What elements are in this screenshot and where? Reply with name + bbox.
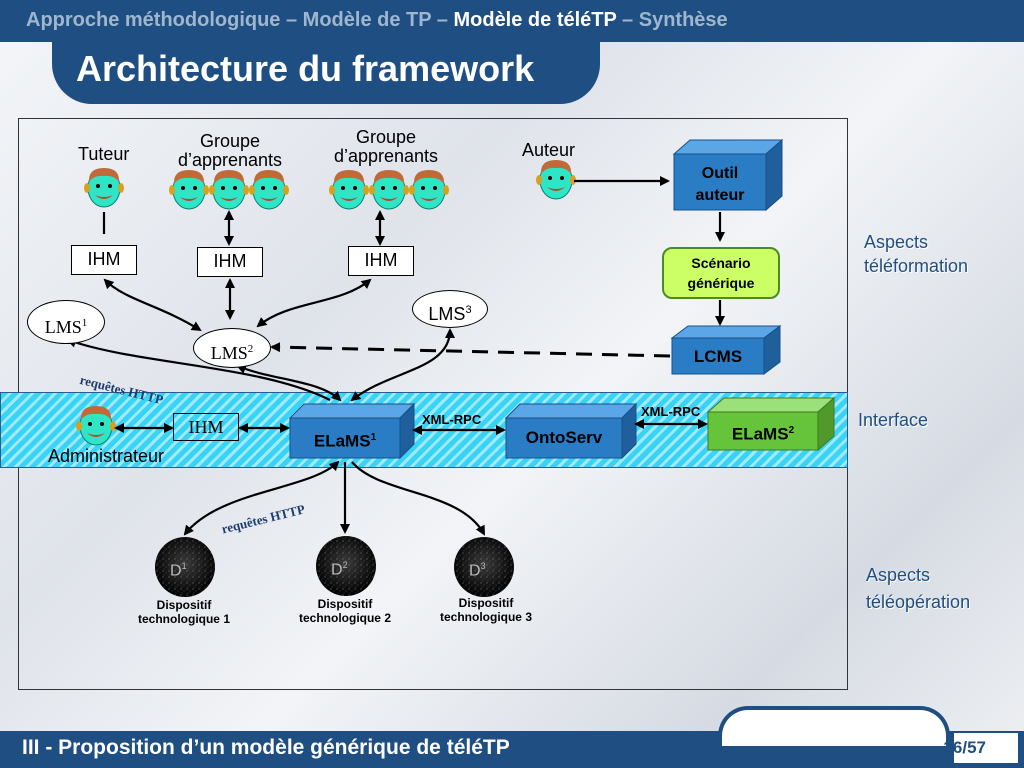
lcms-box: [670, 325, 782, 375]
device-2-letter: D2: [331, 560, 348, 579]
elams1-box: [288, 402, 416, 460]
label-groupe-1: Groupe d’apprenants: [177, 131, 283, 170]
ihm-groupe-1: IHM: [197, 247, 263, 277]
xmlrpc-label-1: XML-RPC: [422, 412, 482, 427]
tuteur-face-icon: [83, 167, 125, 208]
crumb-suffix: – Synthèse: [622, 9, 728, 31]
lms-2: LMS2: [193, 328, 271, 368]
page-number: 36/57: [943, 738, 986, 757]
title-tab: [52, 20, 600, 104]
apprenant-face-icon: [168, 169, 210, 210]
page-title: Architecture du framework: [76, 48, 535, 89]
device-3-caption: Dispositif technologique 3: [439, 596, 532, 624]
lcms-label: LCMS: [693, 347, 743, 366]
arrow-elams1-device1: [183, 460, 340, 536]
label-groupe-2: Groupe d’apprenants: [333, 127, 439, 166]
apprenant-face-icon: [248, 169, 290, 210]
crumb-prefix: Approche méthodologique – Modèle de TP –: [26, 9, 448, 31]
outil-auteur-box: [672, 138, 784, 212]
elams2-box: [706, 396, 836, 452]
ontoserv-box: [504, 402, 638, 460]
auteur-face-icon: [535, 159, 577, 200]
arrow-lms2-elams1: [236, 364, 342, 402]
side-teleformation: Aspects téléformation: [864, 232, 969, 276]
side-interface: Interface: [858, 410, 929, 430]
label-tuteur: Tuteur: [78, 144, 130, 164]
label-administrateur: Administrateur: [48, 446, 165, 466]
ihm-groupe-2: IHM: [348, 246, 414, 276]
administrateur-face-icon: [75, 405, 117, 446]
apprenant-face-icon: [328, 169, 370, 210]
device-1-letter: D1: [170, 561, 187, 580]
device-1-caption: Dispositif technologique 1: [137, 598, 230, 626]
footer-tab: [718, 706, 950, 746]
apprenant-face-icon: [368, 169, 410, 210]
label-auteur: Auteur: [522, 140, 576, 160]
crumb-current: Modèle de téléTP: [453, 9, 617, 31]
elams2-label: ELaMS2: [731, 424, 795, 444]
scenario-generique-box: Scénario générique: [662, 247, 780, 299]
arrow-elams1-device3: [351, 461, 485, 536]
device-3-letter: D3: [469, 561, 486, 580]
apprenant-face-icon: [208, 169, 250, 210]
lms-3: LMS3: [412, 290, 488, 328]
breadcrumb: Approche méthodologique – Modèle de TP –…: [26, 9, 728, 32]
page-number-box: [954, 733, 1018, 763]
arrow-lcms-lms2: [270, 342, 671, 358]
ontoserv-label: OntoServ: [525, 428, 603, 447]
lms-1: LMS1: [27, 300, 105, 344]
arrow-lms3-elams1: [350, 328, 455, 402]
xmlrpc-label-2: XML-RPC: [641, 404, 701, 419]
elams1-label: ELaMS1: [313, 431, 377, 451]
apprenant-face-icon: [408, 169, 450, 210]
outil-auteur-label: Outil auteur: [695, 165, 745, 204]
side-teleoperation: Aspects téléopération: [866, 565, 971, 612]
device-2-icon: [316, 536, 376, 596]
device-2-caption: Dispositif technologique 2: [298, 597, 391, 625]
arrow-ihm3-lms2: [256, 278, 372, 328]
device-3-icon: [454, 537, 514, 597]
device-1-icon: [155, 537, 215, 597]
ihm-admin: IHM: [173, 413, 239, 441]
ihm-tuteur: IHM: [71, 245, 137, 275]
arrow-ihm1-lms2: [103, 278, 202, 332]
footer-text: III - Proposition d’un modèle générique …: [22, 736, 510, 759]
